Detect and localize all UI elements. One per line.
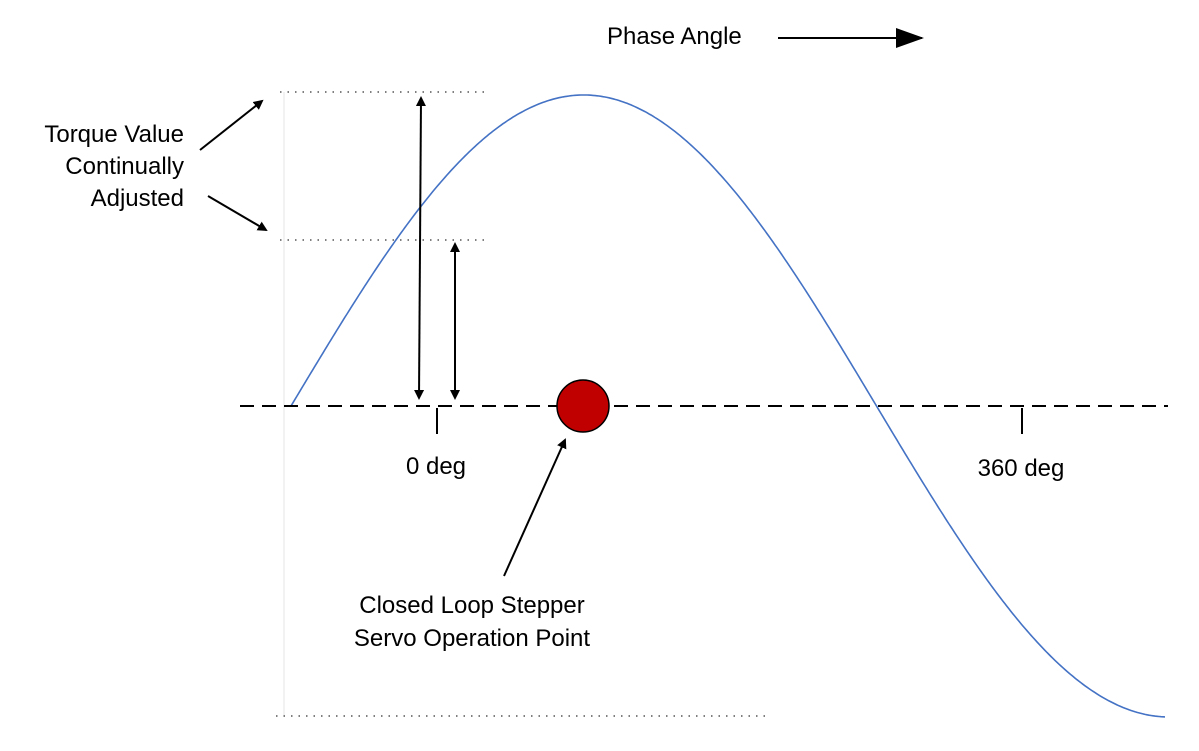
peak-torque-double-arrow [414,96,426,400]
torque-lower-pointer-arrow [207,195,268,232]
operation-point-pointer-arrow [503,438,567,577]
torque-upper-pointer-arrow [199,99,264,151]
three-sixty-deg-label: 360 deg [978,455,1065,482]
operation-point-label-line-1: Closed Loop Stepper [359,592,585,619]
sine-wave [290,94,1166,718]
operation-point-label-line-2: Servo Operation Point [354,625,590,652]
torque-label-line-2: Continually [65,153,184,180]
torque-label-line-1: Torque Value [44,121,184,148]
operation-point-marker [556,379,610,433]
phase-angle-label: Phase Angle [607,23,742,50]
torque-label-line-3: Adjusted [91,185,184,212]
zero-deg-label: 0 deg [406,453,466,480]
